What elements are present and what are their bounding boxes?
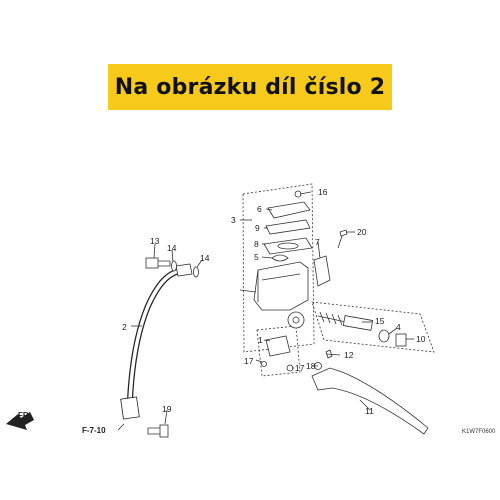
direction-arrow: FR. xyxy=(6,411,34,430)
callout-2: 2 xyxy=(122,322,127,332)
washer-14-left xyxy=(171,260,177,272)
direction-label: FR. xyxy=(18,411,31,420)
banner-text: Na obrázku díl číslo 2 xyxy=(114,74,386,100)
reference-label: F-7-10 xyxy=(82,426,106,435)
callout-7: 7 xyxy=(315,237,320,247)
bolt-20 xyxy=(337,229,348,249)
washer-14-right xyxy=(193,266,199,278)
diaphragm-8 xyxy=(263,237,313,255)
drawing-code: K1W7F0600 xyxy=(462,429,496,435)
switch-1 xyxy=(265,335,291,357)
callout-17-left: 17 xyxy=(244,356,254,366)
banjo-bolt-13 xyxy=(145,257,171,269)
callout-6: 6 xyxy=(257,204,262,214)
callout-13: 13 xyxy=(150,236,160,246)
pivot-bolt-12 xyxy=(325,349,333,359)
group-box-reservoir xyxy=(242,183,315,353)
banjo-bolt-19 xyxy=(147,424,169,438)
reservoir-cap-6 xyxy=(267,201,311,219)
group-box-piston xyxy=(311,301,435,353)
screw-17-left xyxy=(261,361,267,367)
callout-10: 10 xyxy=(416,334,426,344)
piston-set-15 xyxy=(317,311,374,331)
brake-lever-11 xyxy=(311,367,429,435)
float-5 xyxy=(271,254,289,262)
part-banner: Na obrázku díl číslo 2 xyxy=(108,64,392,110)
callout-9: 9 xyxy=(255,223,260,233)
callout-14-left: 14 xyxy=(167,243,177,253)
brake-hose-part-2 xyxy=(120,263,193,420)
cap-10 xyxy=(395,333,407,347)
callout-20: 20 xyxy=(357,227,367,237)
plate-9 xyxy=(265,219,311,235)
callout-16: 16 xyxy=(318,187,328,197)
boot-4 xyxy=(378,329,390,343)
callout-18: 18 xyxy=(306,361,316,371)
bracket-7 xyxy=(313,255,331,287)
callout-15: 15 xyxy=(375,316,385,326)
callout-5: 5 xyxy=(254,252,259,262)
callout-1: 1 xyxy=(258,335,263,345)
callout-12: 12 xyxy=(344,350,354,360)
callout-3: 3 xyxy=(231,215,236,225)
callout-19: 19 xyxy=(162,404,172,414)
callout-4: 4 xyxy=(396,322,401,332)
group-box-switch xyxy=(256,325,301,377)
callout-8: 8 xyxy=(254,239,259,249)
callout-17-right: 17 xyxy=(295,363,305,373)
callout-11: 11 xyxy=(365,406,374,416)
master-cylinder-body xyxy=(239,261,309,329)
callout-14-right: 14 xyxy=(200,253,210,263)
